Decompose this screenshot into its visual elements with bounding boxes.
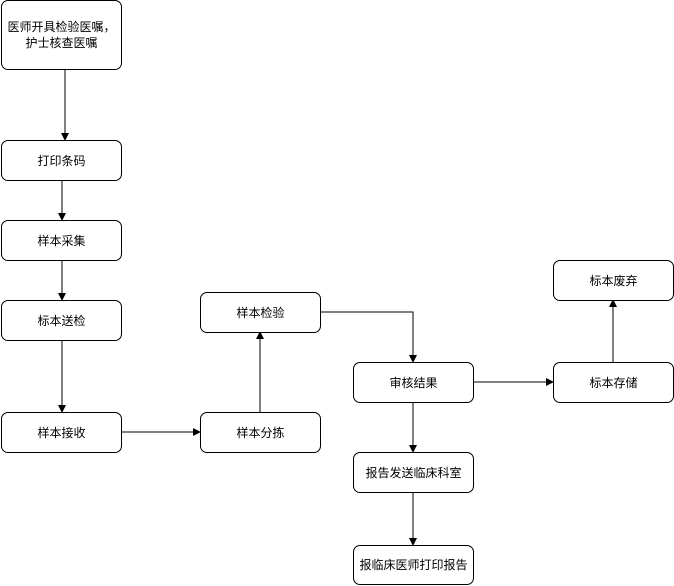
node-sample-sorting: 样本分拣 bbox=[200, 412, 321, 453]
node-review-results: 审核结果 bbox=[353, 362, 474, 403]
node-send-report: 报告发送临床科室 bbox=[353, 452, 474, 493]
node-print-barcode: 打印条码 bbox=[1, 140, 122, 181]
node-sample-receipt: 样本接收 bbox=[1, 412, 122, 453]
node-sample-testing: 样本检验 bbox=[200, 292, 321, 333]
node-print-report: 报临床医师打印报告 bbox=[353, 545, 474, 585]
node-sample-disposal: 标本废弃 bbox=[553, 260, 674, 301]
node-send-for-testing: 标本送检 bbox=[1, 300, 122, 341]
node-issue-order: 医师开具检验医嘱， 护士核查医嘱 bbox=[1, 0, 122, 70]
node-sample-storage: 标本存储 bbox=[553, 362, 674, 403]
node-sample-collection: 样本采集 bbox=[1, 220, 122, 261]
arrow-sample-testing-to-review-results bbox=[320, 311, 417, 363]
